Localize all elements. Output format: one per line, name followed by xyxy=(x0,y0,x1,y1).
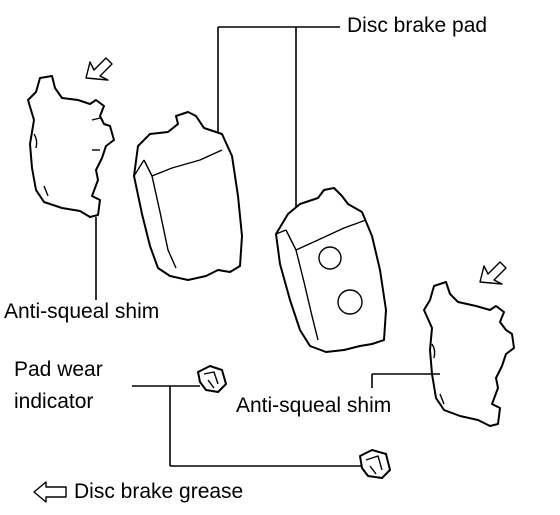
label-pad-wear-line2: indicator xyxy=(14,390,94,413)
pad-wear-indicator-clip-lower xyxy=(359,449,391,479)
legend-grease-arrow-icon xyxy=(33,481,67,503)
left-disc-brake-pad xyxy=(133,111,243,281)
label-pad-wear-line1: Pad wear xyxy=(14,358,103,381)
right-disc-brake-pad xyxy=(275,187,387,353)
grease-arrow-right-icon xyxy=(479,261,507,285)
label-disc-brake-pad: Disc brake pad xyxy=(347,14,488,37)
disc-brake-pad-leader xyxy=(217,26,340,210)
pad-wear-indicator-clip-upper xyxy=(197,365,227,393)
legend-disc-brake-grease: Disc brake grease xyxy=(74,480,244,503)
label-anti-squeal-shim-right: Anti-squeal shim xyxy=(236,394,392,417)
right-anti-squeal-shim xyxy=(423,281,515,427)
right-shim-leader xyxy=(371,373,440,388)
left-anti-squeal-shim xyxy=(27,75,115,218)
label-anti-squeal-shim-left: Anti-squeal shim xyxy=(4,300,160,323)
pad-wear-indicator-leader xyxy=(132,385,362,467)
grease-arrow-left-icon xyxy=(85,57,113,81)
